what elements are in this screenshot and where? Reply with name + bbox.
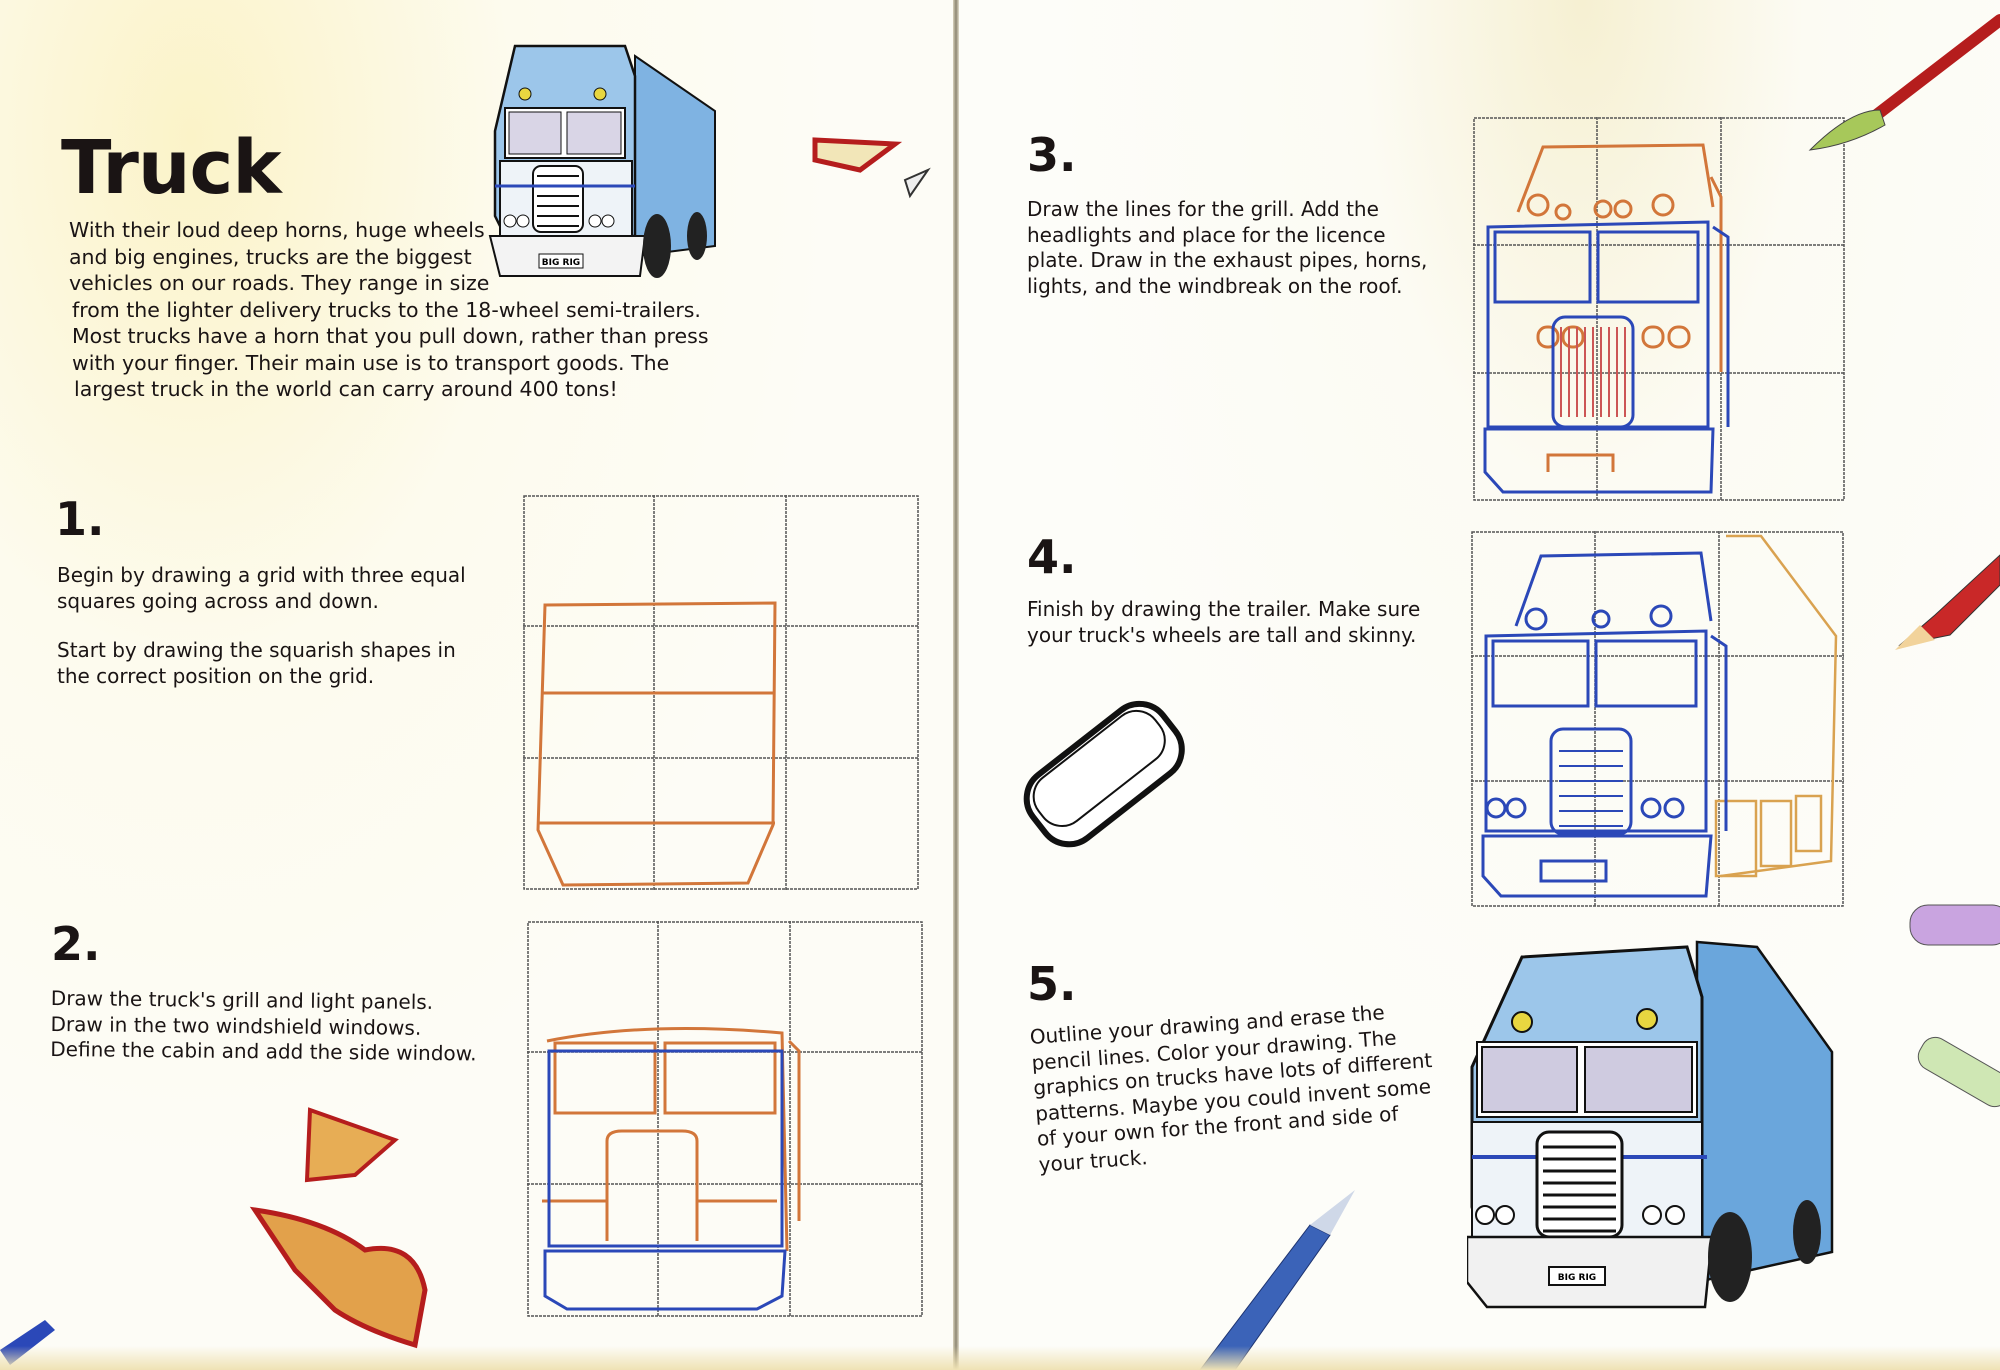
intro-line: with your finger. Their main use is to t… xyxy=(72,350,670,375)
intro-text: With their loud deep horns, huge wheels … xyxy=(69,217,709,403)
step-2-grid-drawing xyxy=(527,921,923,1317)
step-2-number: 2. xyxy=(51,917,101,971)
step-1-number: 1. xyxy=(55,492,105,546)
eraser-illustration xyxy=(1023,700,1185,848)
page-title: Truck xyxy=(61,125,282,211)
step-text-line: Draw the lines for the grill. Add the xyxy=(1027,197,1379,221)
intro-line: With their loud deep horns, huge wheels xyxy=(69,218,485,242)
step-3-number: 3. xyxy=(1027,128,1077,182)
intro-line: and big engines, trucks are the biggest xyxy=(69,244,472,269)
step-1-grid-drawing xyxy=(523,495,919,890)
step-text-line: Finish by drawing the trailer. Make sure xyxy=(1027,597,1421,621)
red-pencil-decoration xyxy=(1895,554,2000,650)
step-text-line: the correct position on the grid. xyxy=(57,663,375,688)
step-text-line: Define the cabin and add the side window… xyxy=(50,1036,477,1066)
pencil-tip-decoration xyxy=(812,137,931,199)
step-text-line: plate. Draw in the exhaust pipes, horns, xyxy=(1027,248,1428,272)
step-text-line: Begin by drawing a grid with three equal xyxy=(57,563,466,587)
intro-line: Most trucks have a horn that you pull do… xyxy=(72,324,709,348)
pencil-shavings-decoration xyxy=(249,1107,428,1349)
step-text-line: Start by drawing the squarish shapes in xyxy=(57,638,456,662)
page-bottom-edge xyxy=(0,1346,2000,1370)
step-text-line: Draw the truck's grill and light panels. xyxy=(50,986,434,1015)
step-text-line: headlights and place for the licence xyxy=(1027,222,1386,247)
step-4-text: Finish by drawing the trailer. Make sure… xyxy=(1027,597,1420,648)
license-plate-text: BIG RIG xyxy=(1558,1273,1596,1283)
step-4-grid-drawing xyxy=(1471,531,1844,907)
blue-pen-decoration xyxy=(1199,1190,1355,1370)
paintbrush-decoration xyxy=(1808,14,2000,151)
crayons-decoration xyxy=(1909,904,2000,1108)
intro-line: vehicles on our roads. They range in siz… xyxy=(69,271,490,295)
license-plate-text: BIG RIG xyxy=(542,258,580,268)
step-text-line: lights, and the windbreak on the roof. xyxy=(1027,273,1403,298)
intro-line: largest truck in the world can carry aro… xyxy=(74,377,618,401)
step-1-text: Begin by drawing a grid with three equal… xyxy=(57,563,466,689)
truck-illustration-final: BIG RIG xyxy=(1467,940,1834,1309)
step-5-number: 5. xyxy=(1027,957,1077,1011)
step-text-line: squares going across and down. xyxy=(57,588,379,613)
step-5-text: Outline your drawing and erase the penci… xyxy=(1029,997,1438,1178)
step-3-text: Draw the lines for the grill. Add the he… xyxy=(1027,197,1427,299)
book-spine xyxy=(953,0,959,1370)
step-4-number: 4. xyxy=(1027,530,1077,584)
step-2-text: Draw the truck's grill and light panels.… xyxy=(50,986,477,1067)
step-3-grid-drawing xyxy=(1473,117,1845,501)
truck-illustration-header: BIG RIG xyxy=(488,44,716,278)
step-text-line: your truck's wheels are tall and skinny. xyxy=(1027,622,1417,647)
intro-line: from the lighter delivery trucks to the … xyxy=(72,297,701,322)
